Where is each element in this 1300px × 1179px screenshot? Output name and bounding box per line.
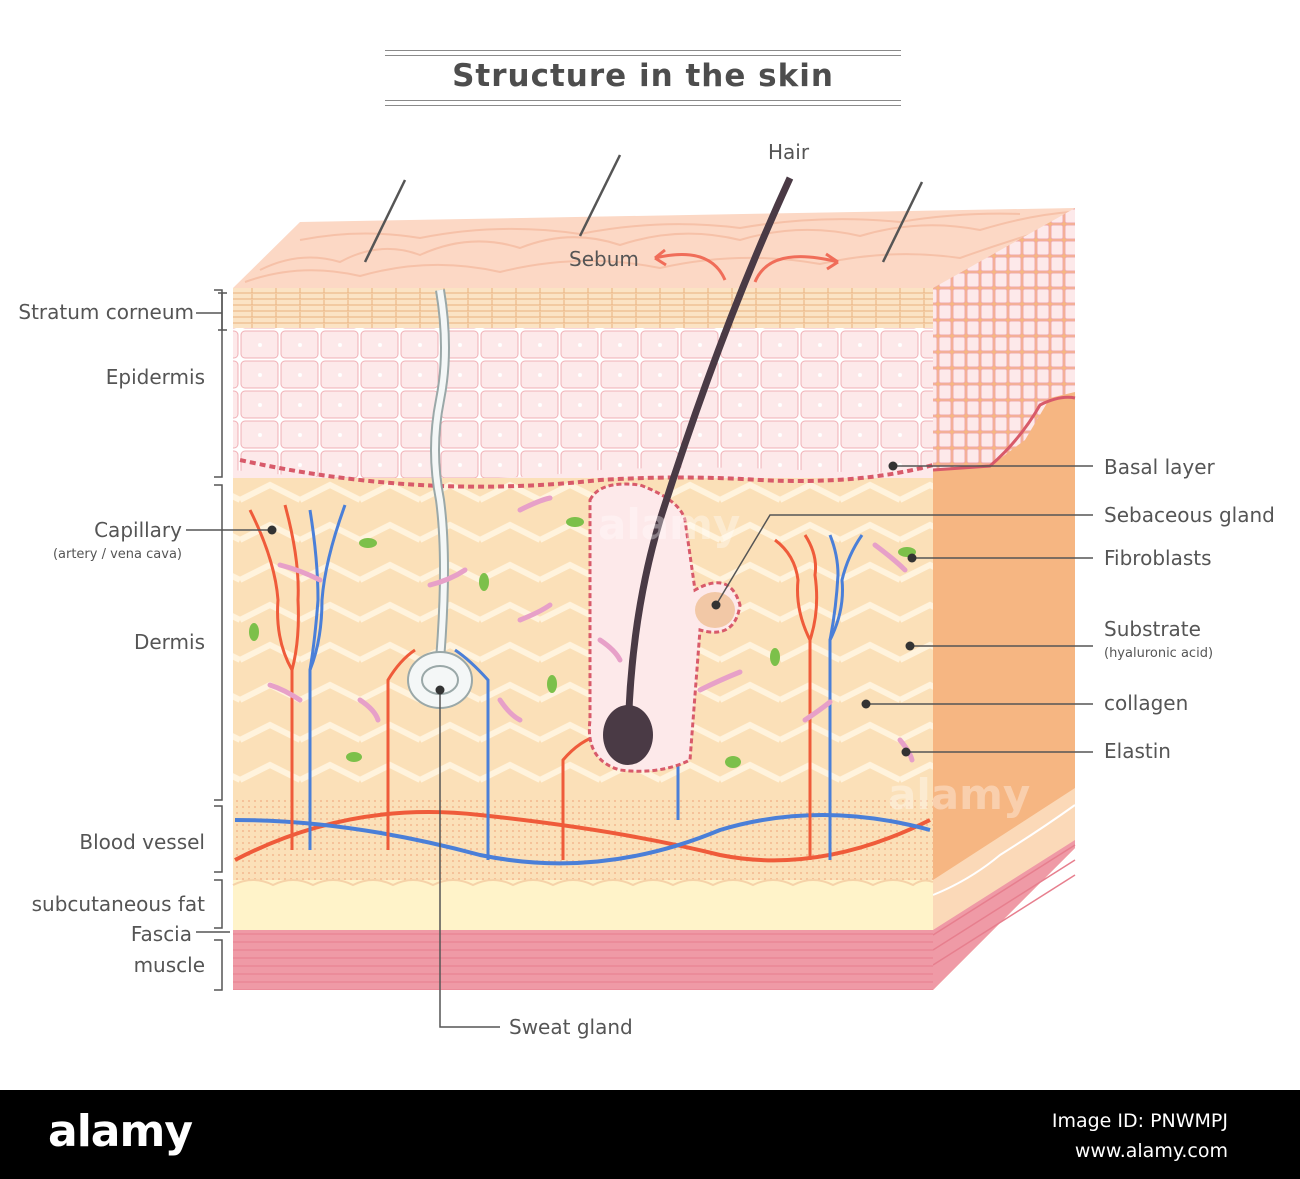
label-stratum-corneum: Stratum corneum <box>18 300 194 324</box>
label-substrate-sub: (hyaluronic acid) <box>1104 646 1214 661</box>
label-collagen: collagen <box>1104 691 1189 715</box>
label-sweat-gland: Sweat gland <box>509 1015 633 1039</box>
site-url: www.alamy.com <box>1074 1140 1228 1162</box>
label-capillary-sub: (artery / vena cava) <box>52 547 182 562</box>
label-sebum: Sebum <box>569 247 639 271</box>
label-hair: Hair <box>768 140 810 164</box>
elastin-fibers <box>267 495 915 763</box>
stock-footer: alamy Image ID: PNWMPJ www.alamy.com <box>0 1090 1300 1179</box>
blood-vessels <box>234 810 931 866</box>
label-dermis: Dermis <box>133 630 205 654</box>
label-basal-layer: Basal layer <box>1104 455 1215 479</box>
label-epidermis: Epidermis <box>105 365 205 389</box>
watermark: alamy <box>598 500 741 549</box>
front-face <box>232 288 934 990</box>
label-fascia: Fascia <box>130 922 192 946</box>
title-banner: Structure in the skin <box>385 50 901 106</box>
label-elastin: Elastin <box>1104 739 1171 763</box>
watermark: alamy <box>888 770 1031 819</box>
label-subcutaneous-fat: subcutaneous fat <box>31 892 205 916</box>
leader-lines <box>186 289 1093 1028</box>
image-id: Image ID: PNWMPJ <box>1051 1110 1228 1132</box>
label-substrate: Substrate <box>1104 617 1201 641</box>
label-sebaceous-gland: Sebaceous gland <box>1104 503 1275 527</box>
capillaries <box>248 504 864 860</box>
label-capillary: Capillary <box>94 518 182 542</box>
sebum-arrows <box>654 248 839 283</box>
label-muscle: muscle <box>133 953 205 977</box>
skin-side-face <box>932 208 1076 990</box>
alamy-logo: alamy <box>48 1106 193 1157</box>
skin-diagram <box>186 154 1093 1028</box>
skin-surface <box>233 154 1075 288</box>
leader-dots <box>267 461 917 757</box>
hair-follicle <box>587 176 794 773</box>
label-fibroblasts: Fibroblasts <box>1104 546 1212 570</box>
page-title: Structure in the skin <box>452 58 834 94</box>
label-blood-vessel: Blood vessel <box>79 830 205 854</box>
